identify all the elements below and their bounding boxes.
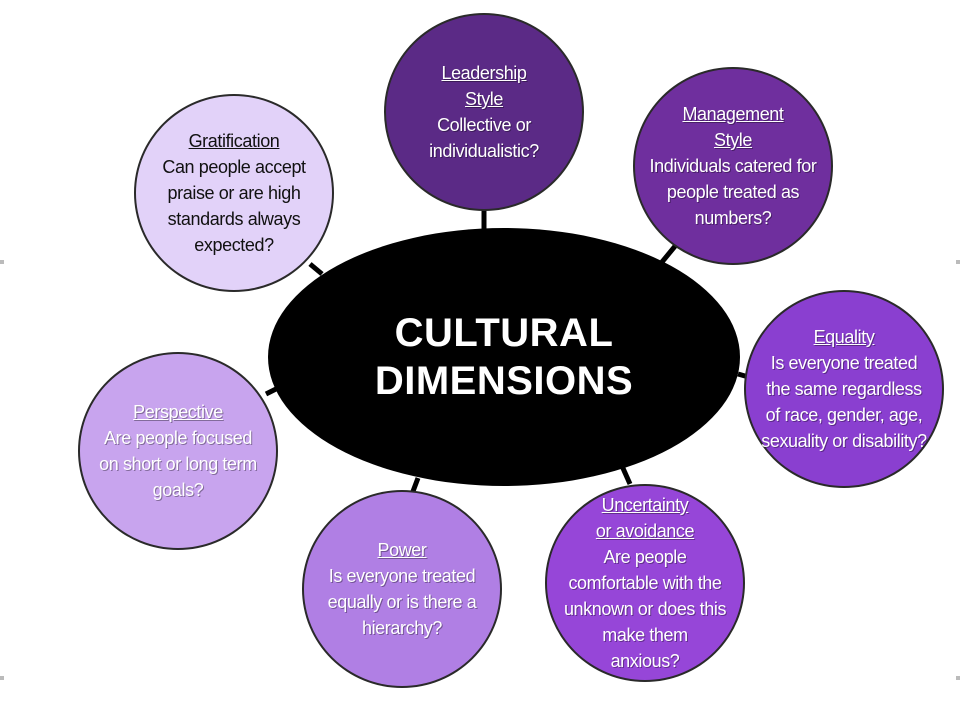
node-body: Are people <box>603 547 687 567</box>
node-power: Power Is everyone treated equally or is … <box>302 490 502 688</box>
node-perspective: Perspective Are people focused on short … <box>78 352 278 550</box>
node-title: Style <box>464 89 504 109</box>
connector-management <box>660 243 678 264</box>
node-body: Is everyone treated <box>770 353 918 373</box>
node-title: Gratification <box>188 131 280 151</box>
node-title: Management <box>682 104 784 124</box>
node-title: or avoidance <box>595 521 695 541</box>
node-uncertainty-avoidance: Uncertainty or avoidance Are people comf… <box>545 484 745 682</box>
node-title: Style <box>713 130 753 150</box>
node-body: praise or are high <box>167 183 301 203</box>
node-title: Leadership <box>441 63 527 83</box>
node-body: individualistic? <box>429 141 539 161</box>
connector-gratification <box>308 262 324 276</box>
node-body: numbers? <box>694 208 772 228</box>
node-body: comfortable with the <box>568 573 722 593</box>
node-body: sexuality or disability? <box>761 431 927 451</box>
node-body: goals? <box>152 480 204 500</box>
node-body: Individuals catered for <box>649 156 817 176</box>
node-body: equally or is there a <box>327 592 477 612</box>
node-body: people treated as <box>666 182 800 202</box>
center-title-line2: DIMENSIONS <box>374 359 634 403</box>
node-body: standards always <box>167 209 301 229</box>
node-title: Uncertainty <box>601 495 689 515</box>
node-body: Collective or <box>437 115 531 135</box>
node-title: Power <box>377 540 427 560</box>
node-title: Perspective <box>133 402 223 422</box>
node-body: Is everyone treated <box>328 566 476 586</box>
node-title: Equality <box>813 327 875 347</box>
node-body: Are people focused <box>104 428 252 448</box>
corner-mark <box>956 676 960 680</box>
node-body: of race, gender, age, <box>765 405 923 425</box>
corner-mark <box>956 260 960 264</box>
center-title-line1: CULTURAL <box>394 311 614 355</box>
node-body: expected? <box>194 235 274 255</box>
node-body: Can people accept <box>162 157 306 177</box>
node-body: unknown or does this <box>563 599 727 619</box>
node-gratification: Gratification Can people accept praise o… <box>134 94 334 292</box>
node-body: the same regardless <box>766 379 922 399</box>
node-leadership-style: Leadership Style Collective or individua… <box>384 13 584 211</box>
center-hub: CULTURAL DIMENSIONS <box>268 228 740 486</box>
node-body: hierarchy? <box>361 618 443 638</box>
node-management-style: Management Style Individuals catered for… <box>633 67 833 265</box>
corner-mark <box>0 676 4 680</box>
node-body: anxious? <box>610 651 680 671</box>
node-equality: Equality Is everyone treated the same re… <box>744 290 944 488</box>
node-body: make them <box>602 625 688 645</box>
corner-mark <box>0 260 4 264</box>
node-body: on short or long term <box>99 454 257 474</box>
connector-uncertainty <box>619 464 633 486</box>
